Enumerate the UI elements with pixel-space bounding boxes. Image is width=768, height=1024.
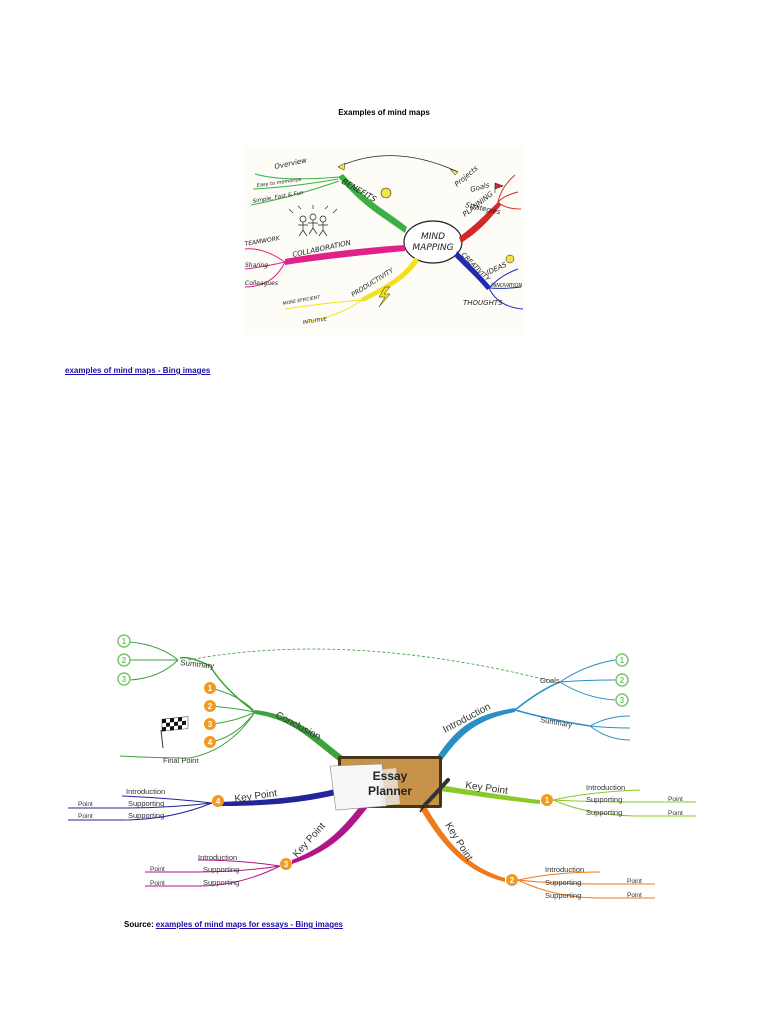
mm1-leaf-intuitive: INTUITIVE	[302, 317, 328, 326]
badge-4-left	[212, 795, 224, 807]
mm2-kpr-introduction: Introduction	[586, 783, 625, 792]
mm2-sub-summary-right: Summary	[540, 715, 573, 729]
bing-images-link[interactable]: examples of mind maps - Bing images	[65, 366, 211, 375]
people-icon	[288, 205, 338, 237]
mm2-kpbl-supporting-1: Supporting	[203, 865, 239, 874]
smiley-icon	[380, 187, 392, 199]
pen-icon	[422, 778, 450, 808]
mm1-leaf-ideas: IDEAS	[485, 260, 508, 276]
mm2-kpr-supporting-2: Supporting	[586, 808, 622, 817]
mm2-kpr-supporting-1: Supporting	[586, 795, 622, 804]
badge-3-bottom-left-label: 3	[284, 860, 289, 869]
essay-planner-board: Essay Planner	[329, 756, 450, 813]
mm1-leaf-thoughts: THOUGHTS	[463, 299, 503, 307]
mm1-leaf-innovation: INNOVATION	[491, 283, 522, 289]
mm2-kpbr-point-1: Point	[627, 878, 642, 885]
mm2-sub-summary: Summary	[180, 658, 215, 671]
mm2-kpbl-introduction: Introduction	[198, 853, 237, 862]
svg-text:1: 1	[620, 656, 625, 665]
mm2-kpbr-introduction: Introduction	[545, 865, 584, 874]
lightbulb-icon	[505, 254, 515, 264]
badge-3-bottom-left	[280, 858, 292, 870]
mm2-sub-goals: Goals	[540, 676, 560, 685]
mm2-branch-conclusion: Conclusion	[274, 710, 323, 743]
mm1-leaf-colleagues: Colleagues	[245, 280, 278, 287]
mm2-center-line1: Essay	[373, 769, 408, 783]
numbered-circles-green: 1 2 3	[117, 634, 131, 686]
mm2-kpl-supporting-1: Supporting	[128, 799, 164, 808]
mm2-kpbr-supporting-2: Supporting	[545, 891, 581, 900]
numbered-circles-green-right: 1 2 3	[615, 653, 629, 707]
mm2-kpr-point-2: Point	[668, 810, 683, 817]
essay-planner-image: Conclusion Summary 1 2 3 1 2 3 4 Final P…	[60, 620, 720, 910]
source-line: Source:examples of mind maps for essays …	[124, 920, 343, 929]
mm2-sub-final-point: Final Point	[163, 756, 199, 765]
mm1-branch-creativity: CREATIVITY	[460, 251, 493, 284]
mind-mapping-image: MIND MAPPING BENEFITS Overview Easy to m…	[243, 147, 525, 335]
mm2-kpl-point-2: Point	[78, 813, 93, 820]
svg-text:3: 3	[620, 696, 625, 705]
badge-1-right	[541, 794, 553, 806]
badge-2-bottom-right-label: 2	[510, 876, 515, 885]
page-heading: Examples of mind maps	[338, 108, 430, 117]
svg-text:2: 2	[208, 702, 213, 711]
mm2-center-line2: Planner	[368, 784, 412, 798]
checkered-flag-icon	[160, 716, 189, 749]
svg-text:2: 2	[122, 656, 127, 665]
mm2-kpbl-supporting-2: Supporting	[203, 878, 239, 887]
lightning-icon	[378, 286, 391, 308]
mm2-kpr-point-1: Point	[668, 796, 683, 803]
mm1-branch-benefits: BENEFITS	[340, 177, 378, 204]
mm1-leaf-simple: Simple, Fast & Fun	[252, 190, 304, 205]
mm2-kpbr-point-2: Point	[627, 892, 642, 899]
mm2-kpl-supporting-2: Supporting	[128, 811, 164, 820]
mm1-leaf-teamwork: TEAMWORK	[244, 235, 281, 248]
badge-4-left-label: 4	[216, 797, 221, 806]
mm2-kpl-introduction: Introduction	[126, 787, 165, 796]
mm1-leaf-sharing: Sharing	[245, 262, 268, 269]
badge-1-right-label: 1	[545, 796, 550, 805]
mm2-kpbl-point-2: Point	[150, 880, 165, 887]
mm1-center-line2: MAPPING	[412, 243, 453, 253]
flag-icon	[494, 182, 504, 193]
svg-text:2: 2	[620, 676, 625, 685]
mm2-kpbl-point-1: Point	[150, 866, 165, 873]
bing-images-essays-link[interactable]: examples of mind maps for essays - Bing …	[155, 920, 343, 929]
svg-text:1: 1	[208, 684, 213, 693]
svg-text:1: 1	[122, 637, 127, 646]
mm2-kpl-point-1: Point	[78, 801, 93, 808]
mm1-center-line1: MIND	[421, 232, 445, 242]
svg-text:3: 3	[122, 675, 127, 684]
svg-text:4: 4	[208, 738, 213, 747]
mm2-kpbr-supporting-1: Supporting	[545, 878, 581, 887]
numbered-badges-conclusion: 1 2 3 4	[204, 682, 216, 748]
source-label: Source:	[124, 920, 154, 929]
svg-text:3: 3	[208, 720, 213, 729]
mm1-leaf-overview: Overview	[274, 156, 308, 171]
badge-2-bottom-right	[506, 874, 518, 886]
